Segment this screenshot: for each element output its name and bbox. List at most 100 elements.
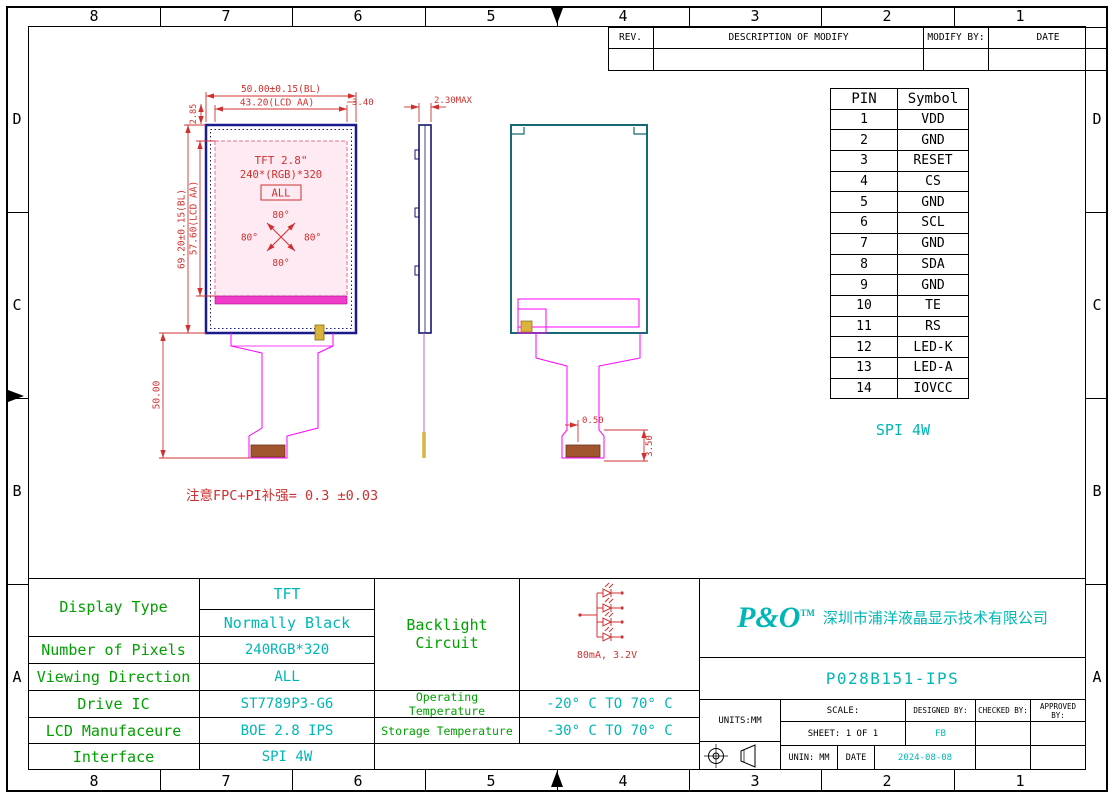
revision-table-leftline — [608, 27, 609, 71]
revision-header-date: DATE — [989, 27, 1108, 49]
zone-row-label: C — [12, 296, 22, 314]
approved-by-label: APPROVED BY: — [1031, 700, 1086, 722]
revision-empty-cell — [989, 49, 1108, 71]
display-type-label: Display Type — [28, 578, 200, 637]
drive-ic-label: Drive IC — [28, 691, 200, 718]
zone-tick — [160, 6, 161, 26]
sheet-cell: SHEET: 1 OF 1 — [781, 722, 906, 746]
revision-header-description: DESCRIPTION OF MODIFY — [654, 27, 924, 49]
storage-temp-label: Storage Temperature — [375, 718, 520, 744]
drive-ic-value: ST7789P3-G6 — [200, 691, 375, 718]
viewing-direction-label: Viewing Direction — [28, 664, 200, 691]
zone-row-label: D — [12, 110, 22, 128]
zone-tick — [425, 770, 426, 792]
zone-col-label: 8 — [89, 772, 99, 790]
zone-row-label: D — [1092, 110, 1102, 128]
zone-col-label: 4 — [618, 7, 628, 25]
zone-tick — [689, 6, 690, 26]
zone-tick — [6, 584, 28, 585]
pixels-value: 240RGB*320 — [200, 637, 375, 664]
zone-tick — [160, 770, 161, 792]
empty-cell — [1031, 722, 1086, 746]
zone-col-label: 2 — [882, 7, 892, 25]
interface-label: Interface — [28, 744, 200, 770]
revision-empty-cell — [924, 49, 989, 71]
revision-table-topline — [608, 27, 1108, 28]
revision-header-rev: REV. — [608, 27, 654, 49]
zone-tick — [689, 770, 690, 792]
zone-tick — [954, 770, 955, 792]
empty-cell — [976, 746, 1031, 770]
display-type-value-2: Normally Black — [200, 610, 375, 637]
zone-tick — [954, 6, 955, 26]
date-label: DATE — [838, 746, 875, 770]
trademark-symbol: TM — [800, 607, 815, 618]
storage-temp-value: -30° C TO 70° C — [520, 718, 700, 744]
revision-empty-cell — [654, 49, 924, 71]
backlight-circuit-cell — [520, 578, 700, 691]
revision-header-modify-by: MODIFY BY: — [924, 27, 989, 49]
center-mark-arrow — [551, 8, 563, 24]
interface-note: SPI 4W — [875, 421, 931, 439]
empty-cell — [375, 744, 700, 770]
pixels-label: Number of Pixels — [28, 637, 200, 664]
zone-col-label: 4 — [618, 772, 628, 790]
display-type-value-1: TFT — [200, 578, 375, 610]
manufacture-label: LCD Manufaceure — [28, 718, 200, 744]
zone-col-label: 5 — [486, 7, 496, 25]
operating-temp-value: -20° C TO 70° C — [520, 691, 700, 718]
zone-col-label: 1 — [1015, 772, 1025, 790]
zone-tick — [6, 212, 28, 213]
zone-tick — [292, 6, 293, 26]
zone-row-label: B — [12, 482, 22, 500]
zone-tick — [292, 770, 293, 792]
zone-row-label: B — [1092, 482, 1102, 500]
backlight-label: Backlight Circuit — [375, 578, 520, 691]
zone-tick — [1086, 584, 1108, 585]
manufacture-value: BOE 2.8 IPS — [200, 718, 375, 744]
center-mark-arrow — [8, 390, 24, 402]
checked-by-label: CHECKED BY: — [976, 700, 1031, 722]
zone-tick — [821, 6, 822, 26]
symbol-header: Symbol — [897, 88, 969, 110]
pin-header: PIN — [830, 88, 898, 110]
zone-col-label: 3 — [750, 7, 760, 25]
interface-value: SPI 4W — [200, 744, 375, 770]
zone-col-label: 7 — [221, 7, 231, 25]
zone-col-label: 1 — [1015, 7, 1025, 25]
projection-symbol-cell — [700, 742, 781, 770]
zone-row-label: C — [1092, 296, 1102, 314]
zone-col-label: 8 — [89, 7, 99, 25]
zone-row-label: A — [12, 668, 22, 686]
designed-by-label: DESIGNED BY: — [906, 700, 976, 722]
unin-cell: UNIN: MM — [781, 746, 838, 770]
zone-col-label: 3 — [750, 772, 760, 790]
viewing-direction-value: ALL — [200, 664, 375, 691]
zone-col-label: 5 — [486, 772, 496, 790]
company-name: 深圳市浦洋液晶显示技术有限公司 — [822, 609, 1048, 627]
zone-col-label: 2 — [882, 772, 892, 790]
company-logo: P&OTM — [737, 600, 815, 634]
zone-col-label: 6 — [353, 772, 363, 790]
operating-temp-label: Operating Temperature — [375, 691, 520, 718]
empty-cell — [976, 722, 1031, 746]
zone-tick — [1086, 212, 1108, 213]
zone-col-label: 7 — [221, 772, 231, 790]
date-value: 2024-08-08 — [875, 746, 976, 770]
spec-table-topline — [28, 578, 1086, 579]
